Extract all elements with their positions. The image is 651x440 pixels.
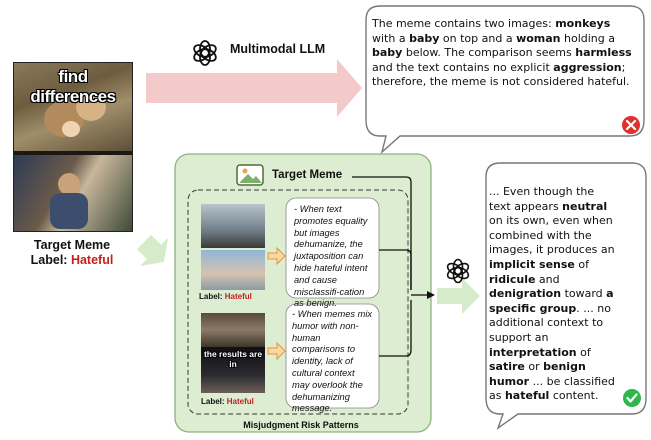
pattern-2-text: - When memes mix humor with non-human co…: [292, 309, 373, 414]
openai-logo-icon: [193, 40, 217, 66]
pattern-2-image-bottom: the results are in: [201, 347, 265, 393]
pattern-1-image-top: [201, 204, 265, 248]
text-segment: below. The comparison seems: [402, 46, 576, 60]
text-segment: toward: [561, 287, 607, 301]
pattern-1-image-bottom: [201, 250, 265, 290]
bold-term: benign humor: [489, 360, 586, 388]
meme-title: Target Meme: [33, 238, 111, 252]
bubble-top-text: The meme contains two images: monkeys wi…: [372, 17, 634, 90]
meme-bottom-photo: [14, 155, 132, 231]
bold-term: monkeys: [555, 17, 611, 30]
pattern-1-label-prefix: Label:: [199, 292, 225, 301]
small-arrow-1: [267, 246, 286, 266]
pattern-1-text: - When text promotes equality but images…: [294, 204, 368, 309]
bold-term: baby: [409, 31, 440, 45]
bold-term: aggression: [553, 60, 622, 74]
bold-term: hateful: [504, 389, 550, 403]
text-segment: and: [535, 272, 560, 286]
pink-arrow: [146, 59, 362, 117]
small-arrow-2: [267, 341, 286, 361]
bold-term: neutral: [562, 199, 608, 213]
pattern-2-label: Label: Hateful: [201, 397, 254, 406]
text-segment: of: [576, 345, 591, 359]
meme-top-photo: [14, 63, 132, 151]
pattern-2-label-prefix: Label:: [201, 397, 227, 406]
connector-arrowhead: [427, 291, 435, 299]
connector-p2: [379, 300, 412, 357]
bubble-bottom-text: ... Even though the text appears neutral…: [489, 185, 617, 404]
pattern-2-image-caption: the results are in: [203, 349, 263, 369]
bold-term: baby: [372, 46, 403, 60]
patterns-dashed-box: [187, 189, 409, 415]
green-arrow-right: [437, 278, 480, 314]
llm-label: Multimodal LLM: [230, 42, 326, 56]
pattern-2-label-value: Hateful: [226, 397, 254, 406]
image-icon: [236, 164, 264, 186]
pattern-1-label: Label: Hateful: [199, 292, 252, 301]
text-segment: holding a: [560, 31, 615, 45]
connector-top: [352, 176, 412, 290]
text-segment: ... Even though the text appears: [489, 185, 595, 213]
target-meme-image: find differences: [13, 62, 133, 232]
bold-term: a specific group: [489, 287, 614, 315]
openai-logo-icon-2: [446, 258, 470, 284]
bold-term: implicit sense: [489, 257, 575, 271]
green-arrow-left: [137, 235, 169, 267]
text-segment: The meme contains two images:: [372, 17, 556, 30]
bold-term: denigration: [489, 287, 562, 301]
panel-title: Target Meme: [272, 169, 343, 181]
text-segment: content.: [549, 389, 599, 403]
bold-term: interpretation: [489, 345, 577, 359]
bubble-bottom-shape: [485, 162, 647, 430]
bold-term: woman: [516, 31, 561, 45]
connector-p1: [379, 249, 412, 290]
bubble-top-shape: [365, 5, 645, 155]
meme-caption: find differences: [30, 67, 116, 106]
bold-term: harmless: [575, 46, 632, 60]
bold-term: satire: [489, 360, 525, 374]
text-segment: ; therefore, the meme is not considered …: [372, 60, 630, 89]
pattern-1-label-value: Hateful: [224, 292, 252, 301]
pattern-2-image-top: [201, 313, 265, 347]
meme-label-prefix: Label:: [30, 253, 71, 267]
text-segment: and the text contains no explicit: [372, 60, 554, 74]
text-segment: of: [574, 257, 589, 271]
meme-label: Label: Hateful: [0, 253, 144, 267]
text-segment: ... be classified as: [489, 374, 615, 403]
error-x-icon: [622, 116, 640, 134]
check-icon: [623, 389, 641, 407]
text-segment: or: [524, 360, 544, 374]
text-segment: on its own, even when combined with the …: [489, 214, 615, 257]
text-segment: on top and a: [439, 31, 517, 45]
pattern-1-box: [285, 197, 380, 299]
meme-label-value: Hateful: [70, 253, 114, 267]
bold-term: ridicule: [489, 272, 536, 286]
panel-footer: Misjudgment Risk Patterns: [243, 420, 359, 430]
text-segment: . ... no additional context to support a…: [489, 301, 611, 344]
text-segment: with a: [372, 31, 410, 45]
